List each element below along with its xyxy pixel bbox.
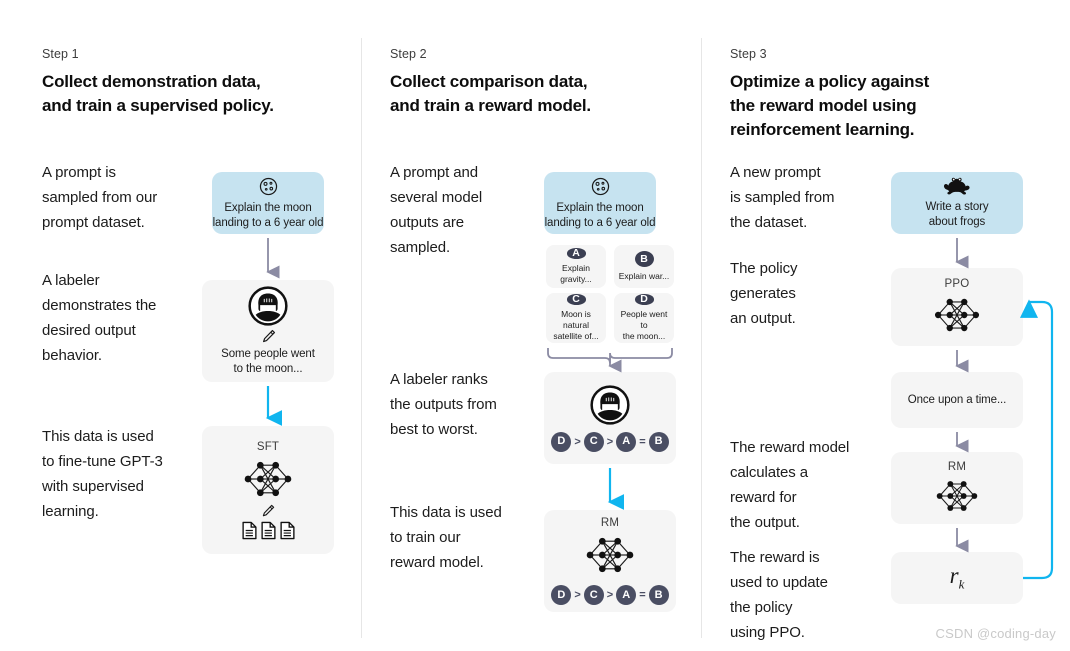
rank-badge-3: A (616, 431, 637, 452)
step-2-ranking-row: D > C > A = B (551, 431, 669, 452)
rank-op-1: > (574, 589, 581, 601)
step-3-title: Optimize a policy against the reward mod… (730, 72, 930, 139)
step-3-prompt-text: Write a story about frogs (925, 201, 989, 228)
step-1-paragraph-3: This data is used to fine-tune GPT-3 wit… (42, 428, 163, 520)
step-3-reward-model-card[interactable]: RM (891, 452, 1023, 524)
step-2-ranking-card[interactable]: D > C > A = B (544, 372, 676, 464)
neural-network-icon (928, 293, 986, 337)
step-2-reward-model-card[interactable]: RM D (544, 510, 676, 612)
step-1-demonstration-text: Some people went to the moon... (221, 347, 315, 375)
rank-badge-4: B (648, 585, 669, 605)
step-3-ppo-card[interactable]: PPO (891, 268, 1023, 346)
step-2-output-text-c: Moon is natural satellite of... (553, 308, 599, 341)
step-3-label: Step 3 (730, 47, 767, 61)
step-3-reward-card[interactable]: rk (891, 552, 1023, 604)
step-2-rm-title: RM (600, 517, 620, 529)
rank-op-3: = (639, 589, 646, 601)
moon-icon (258, 176, 279, 197)
pencil-icon (260, 328, 277, 345)
step-2-paragraph-3: This data is used to train our reward mo… (390, 504, 502, 571)
step-3-prompt-card[interactable]: Write a story about frogs (891, 172, 1023, 234)
rank-op-1: > (574, 435, 581, 448)
rank-badge-2: C (583, 431, 604, 452)
step-1-title: Collect demonstration data, and train a … (42, 72, 274, 115)
badge-d: D (634, 294, 654, 305)
labeler-avatar-icon (590, 384, 630, 425)
step-2-paragraph-1: A prompt and several model outputs are s… (390, 164, 483, 256)
step-3-rm-title: RM (947, 460, 967, 473)
step-2-output-text-a: Explain gravity... (560, 262, 592, 284)
neural-network-icon (237, 456, 299, 502)
step-1-sft-card[interactable]: SFT (202, 426, 334, 554)
badge-c: C (566, 294, 586, 305)
column-divider-2 (701, 38, 702, 638)
watermark: CSDN @coding-day (935, 626, 1056, 641)
step-1-sft-title: SFT (256, 440, 280, 453)
step-1-prompt-card[interactable]: Explain the moon landing to a 6 year old (212, 172, 324, 234)
column-divider-1 (361, 38, 362, 638)
rank-badge-3: A (616, 585, 637, 605)
step-3-paragraph-2: The policy generates an output. (730, 260, 798, 327)
step-3-ppo-title: PPO (944, 277, 970, 290)
neural-network-icon (930, 476, 984, 516)
step-2-output-text-b: Explain war... (618, 271, 670, 281)
step-1-prompt-text: Explain the moon landing to a 6 year old (212, 201, 324, 229)
step-3-output-text: Once upon a time... (907, 393, 1007, 406)
step-1-paragraph-1: A prompt is sampled from our prompt data… (42, 164, 158, 231)
badge-a: A (566, 248, 586, 259)
step-3-paragraph-1: A new prompt is sampled from the dataset… (730, 164, 835, 231)
step-2-column: Step 2 Collect comparison data, and trai… (362, 0, 702, 651)
neural-network-icon (579, 532, 641, 578)
step-2-prompt-card[interactable]: Explain the moon landing to a 6 year old (544, 172, 656, 234)
step-3-paragraph-3: The reward model calculates a reward for… (730, 439, 850, 531)
step-3-column: Step 3 Optimize a policy against the rew… (702, 0, 1070, 651)
frog-icon (942, 176, 972, 196)
rank-op-2: > (606, 435, 614, 448)
step-2-label: Step 2 (390, 47, 427, 61)
rank-badge-1: D (551, 585, 572, 605)
step-2-title: Collect comparison data, and train a rew… (390, 72, 591, 115)
step-1-paragraph-2: A labeler demonstrates the desired outpu… (42, 272, 157, 364)
step-2-output-card-a[interactable]: A Explain gravity... (546, 245, 606, 288)
rank-op-2: > (606, 589, 614, 601)
step-1-demonstration-card[interactable]: Some people went to the moon... (202, 280, 334, 382)
reward-symbol: rk (949, 563, 965, 592)
rank-op-3: = (639, 435, 646, 448)
documents-icon (241, 521, 296, 540)
step-2-output-card-b[interactable]: B Explain war... (614, 245, 674, 288)
rank-badge-1: D (551, 431, 572, 452)
pencil-icon (260, 503, 276, 519)
step-1-label: Step 1 (42, 47, 79, 61)
step-3-output-card[interactable]: Once upon a time... (891, 372, 1023, 428)
step-1-column: Step 1 Collect demonstration data, and t… (0, 0, 362, 651)
step-2-paragraph-2: A labeler ranks the outputs from best to… (390, 371, 497, 438)
step-2-rm-ranking-row: D > C > A = B (551, 585, 669, 605)
labeler-avatar-icon (248, 285, 288, 326)
step-3-paragraph-4: The reward is used to update the policy … (730, 549, 828, 641)
badge-b: B (634, 251, 654, 267)
rank-badge-4: B (648, 431, 669, 452)
step-2-output-text-d: People went to the moon... (620, 308, 668, 341)
step-2-prompt-text: Explain the moon landing to a 6 year old (544, 201, 656, 229)
rank-badge-2: C (583, 585, 604, 605)
step-2-output-card-d[interactable]: D People went to the moon... (614, 293, 674, 343)
moon-icon (590, 176, 611, 197)
step-2-output-card-c[interactable]: C Moon is natural satellite of... (546, 293, 606, 343)
